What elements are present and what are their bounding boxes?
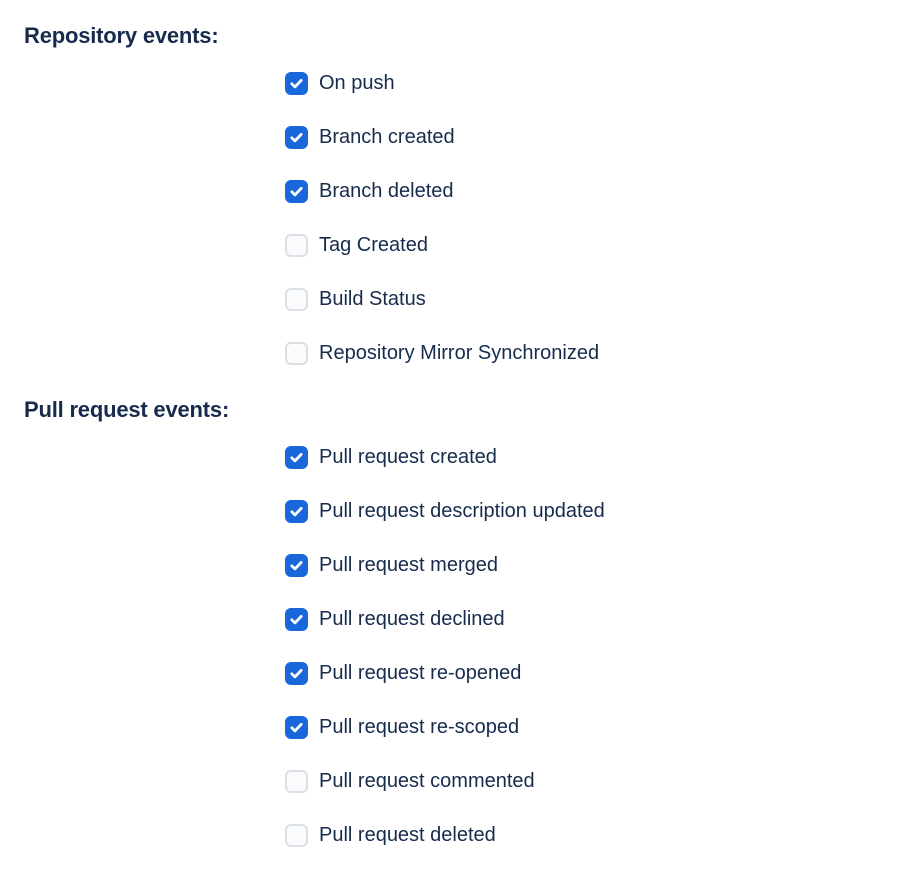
checkmark-icon bbox=[290, 614, 303, 625]
checkbox-label: Pull request deleted bbox=[319, 824, 496, 846]
checkbox-pull-request-re-scoped[interactable] bbox=[285, 716, 308, 739]
option-row-branch-created[interactable]: Branch created bbox=[285, 126, 914, 149]
checkmark-icon bbox=[290, 186, 303, 197]
section-title-pull-request-events: Pull request events: bbox=[24, 397, 230, 422]
option-row-repository-mirror-synchronized[interactable]: Repository Mirror Synchronized bbox=[285, 342, 914, 365]
option-row-pull-request-merged[interactable]: Pull request merged bbox=[285, 554, 914, 577]
checkbox-label: Pull request commented bbox=[319, 770, 535, 792]
checkbox-label: Tag Created bbox=[319, 234, 428, 256]
checkbox-label: Pull request declined bbox=[319, 608, 505, 630]
checkmark-icon bbox=[290, 78, 303, 89]
checkbox-pull-request-deleted[interactable] bbox=[285, 824, 308, 847]
checkbox-pull-request-description-updated[interactable] bbox=[285, 500, 308, 523]
checkmark-icon bbox=[290, 668, 303, 679]
checkmark-icon bbox=[290, 560, 303, 571]
checkbox-pull-request-created[interactable] bbox=[285, 446, 308, 469]
checkbox-branch-deleted[interactable] bbox=[285, 180, 308, 203]
section-title-repository-events: Repository events: bbox=[24, 23, 219, 48]
checkbox-label: Branch created bbox=[319, 126, 455, 148]
checkbox-build-status[interactable] bbox=[285, 288, 308, 311]
checkbox-label: Pull request description updated bbox=[319, 500, 605, 522]
checkbox-label: Pull request re-scoped bbox=[319, 716, 520, 738]
checkmark-icon bbox=[290, 722, 303, 733]
option-row-pull-request-deleted[interactable]: Pull request deleted bbox=[285, 824, 914, 847]
checkbox-label: Pull request re-opened bbox=[319, 662, 522, 684]
option-row-pull-request-re-scoped[interactable]: Pull request re-scoped bbox=[285, 716, 914, 739]
checkbox-label: Pull request created bbox=[319, 446, 497, 468]
option-row-build-status[interactable]: Build Status bbox=[285, 288, 914, 311]
option-row-pull-request-commented[interactable]: Pull request commented bbox=[285, 770, 914, 793]
option-row-pull-request-description-updated[interactable]: Pull request description updated bbox=[285, 500, 914, 523]
checkbox-label: Repository Mirror Synchronized bbox=[319, 342, 600, 364]
checkbox-repository-mirror-synchronized[interactable] bbox=[285, 342, 308, 365]
checkbox-pull-request-commented[interactable] bbox=[285, 770, 308, 793]
checkbox-label: Pull request merged bbox=[319, 554, 498, 576]
checkbox-label: On push bbox=[319, 72, 395, 94]
option-row-on-push[interactable]: On push bbox=[285, 72, 914, 95]
checkbox-label: Branch deleted bbox=[319, 180, 454, 202]
option-row-tag-created[interactable]: Tag Created bbox=[285, 234, 914, 257]
checkmark-icon bbox=[290, 506, 303, 517]
checkbox-label: Build Status bbox=[319, 288, 426, 310]
option-row-pull-request-re-opened[interactable]: Pull request re-opened bbox=[285, 662, 914, 685]
checkbox-tag-created[interactable] bbox=[285, 234, 308, 257]
checkbox-pull-request-re-opened[interactable] bbox=[285, 662, 308, 685]
webhook-events-form: Repository events: On push Branch create… bbox=[24, 23, 914, 847]
checkbox-pull-request-merged[interactable] bbox=[285, 554, 308, 577]
checkmark-icon bbox=[290, 132, 303, 143]
option-row-pull-request-declined[interactable]: Pull request declined bbox=[285, 608, 914, 631]
option-row-branch-deleted[interactable]: Branch deleted bbox=[285, 180, 914, 203]
checkbox-branch-created[interactable] bbox=[285, 126, 308, 149]
checkmark-icon bbox=[290, 452, 303, 463]
checkbox-on-push[interactable] bbox=[285, 72, 308, 95]
checkbox-pull-request-declined[interactable] bbox=[285, 608, 308, 631]
option-row-pull-request-created[interactable]: Pull request created bbox=[285, 446, 914, 469]
